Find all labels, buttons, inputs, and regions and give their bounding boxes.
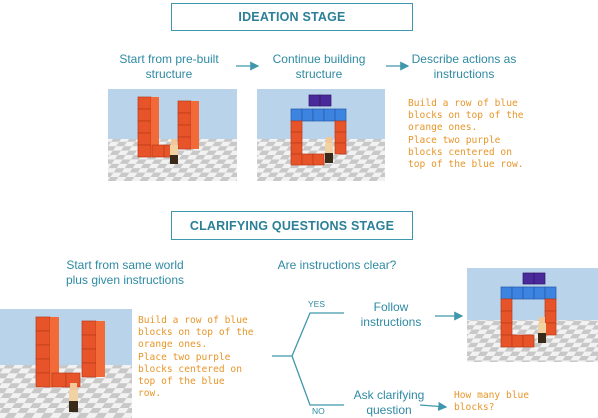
arrow-ask-to-question <box>419 401 448 411</box>
clarifying-stage-title: CLARIFYING QUESTIONS STAGE <box>171 211 413 240</box>
step-continue-label: Continue building structure <box>272 52 366 81</box>
scene-completed-svg <box>467 268 598 362</box>
scene-prebuilt-structure <box>108 89 237 181</box>
step-describe-label: Describe actions as instructions <box>411 52 517 81</box>
scene-prebuilt-svg <box>108 89 237 181</box>
example-clarifying-question: How many blue blocks? <box>454 390 530 414</box>
branch-no-line <box>291 355 344 406</box>
clarifying-stage-title-text: CLARIFYING QUESTIONS STAGE <box>189 218 395 233</box>
branch-yes-line <box>291 312 344 357</box>
ideation-instructions: Build a row of blue blocks on top of the… <box>408 98 524 171</box>
step-prebuilt-label: Start from pre-built structure <box>119 52 219 81</box>
scene-same-world-svg <box>0 309 132 418</box>
no-label: NO <box>312 406 325 416</box>
yes-label: YES <box>308 299 326 309</box>
scene-completed-structure <box>467 268 598 362</box>
follow-instructions-label: Follow instructions <box>360 300 422 329</box>
scene-continued-svg <box>257 89 385 181</box>
clarifying-instructions: Build a row of blue blocks on top of the… <box>138 315 254 400</box>
ideation-stage-title: IDEATION STAGE <box>171 3 413 31</box>
scene-same-world <box>0 309 132 418</box>
question-label: Are instructions clear? <box>277 258 397 272</box>
ask-clarifying-label: Ask clarifying question <box>353 388 425 417</box>
start-same-world-label: Start from same world plus given instruc… <box>65 258 185 287</box>
ideation-stage-title-text: IDEATION STAGE <box>238 10 346 24</box>
scene-continued-structure <box>257 89 385 181</box>
